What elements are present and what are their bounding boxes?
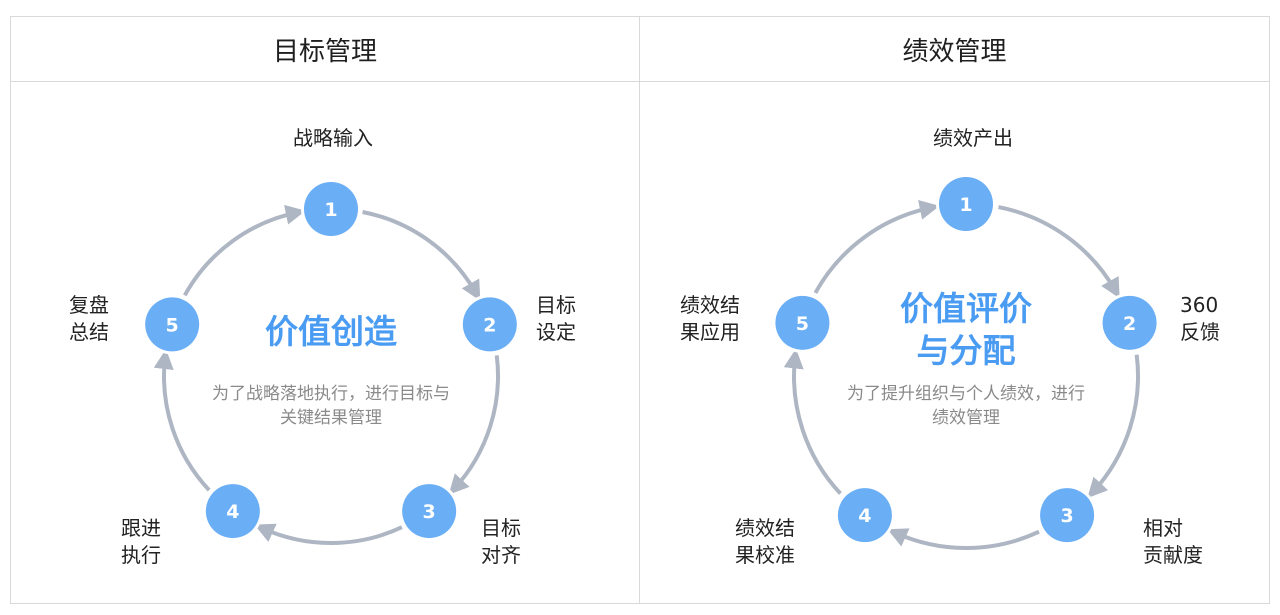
- step-label-3: 目标对齐: [481, 516, 521, 567]
- step-number: 2: [483, 314, 496, 336]
- step-number: 1: [324, 199, 337, 221]
- step-node-circle: [462, 297, 517, 352]
- step-label-1: 战略输入: [293, 126, 373, 150]
- step-node-5: 5: [772, 292, 833, 353]
- cycle-arrow-1-to-2: [998, 205, 1120, 299]
- cycle-arrow-5-to-1: [813, 200, 940, 294]
- step-label-5: 绩效结果应用: [680, 293, 740, 344]
- center-description: 为了战略落地执行，进行目标与: [212, 384, 450, 404]
- step-node-4: 4: [834, 485, 895, 546]
- step-node-1: 1: [936, 174, 996, 234]
- step-label-2: 目标设定: [536, 293, 576, 344]
- step-number: 1: [959, 194, 972, 216]
- cycle-arrow-3-to-4: [887, 528, 1040, 550]
- step-label-4: 跟进执行: [121, 516, 161, 567]
- center-title: 价值评价: [900, 289, 1032, 328]
- cycle-arrow-5-to-1: [183, 204, 306, 297]
- center-description: 为了提升组织与个人绩效，进行: [847, 384, 1085, 404]
- step-label-1: 绩效产出: [933, 126, 1013, 150]
- step-label-3: 相对贡献度: [1143, 516, 1203, 567]
- panel-title-performance: 绩效管理: [640, 17, 1269, 82]
- step-node-circle: [1040, 488, 1095, 543]
- step-node-4: 4: [202, 481, 263, 542]
- step-node-2: 2: [459, 294, 520, 355]
- step-node-circle: [304, 182, 358, 236]
- center-title: 价值创造: [265, 312, 397, 351]
- step-label-5: 复盘总结: [69, 293, 109, 344]
- cycle-arrow-3-to-4: [254, 523, 403, 545]
- center-description: 关键结果管理: [280, 408, 382, 428]
- step-node-circle: [837, 488, 892, 543]
- step-node-5: 5: [142, 294, 203, 355]
- step-label-4: 绩效结果校准: [735, 516, 795, 567]
- step-node-2: 2: [1099, 292, 1160, 353]
- step-number: 5: [166, 314, 179, 336]
- cycle-diagram-goal: 1 战略输入 2 目标设定 3 目标对齐 4 跟进执行 5 复盘总结 价值创造为了战略落地执行，进行…: [69, 126, 576, 567]
- step-node-circle: [939, 177, 993, 231]
- diagram-frame: 目标管理 1 战略输入 2 目标设定 3 目标对齐 4 跟进执行 5 复盘总结 价值创造为了战略落地…: [10, 16, 1270, 604]
- step-node-circle: [775, 295, 830, 350]
- step-number: 5: [796, 313, 809, 335]
- step-node-1: 1: [301, 179, 361, 239]
- step-number: 3: [1060, 505, 1073, 527]
- step-node-3: 3: [399, 481, 460, 542]
- step-node-circle: [1102, 295, 1157, 350]
- panel-goal-management: 目标管理 1 战略输入 2 目标设定 3 目标对齐 4 跟进执行 5 复盘总结 价值创造为了战略落地…: [11, 17, 640, 603]
- cycle-arrow-2-to-3: [1087, 354, 1140, 499]
- step-node-3: 3: [1037, 485, 1098, 546]
- step-node-circle: [402, 484, 457, 539]
- cycle-arrow-4-to-5: [153, 349, 211, 492]
- center-description: 绩效管理: [932, 408, 1000, 428]
- center-title: 与分配: [917, 331, 1016, 370]
- step-node-circle: [145, 297, 200, 352]
- step-node-circle: [205, 484, 260, 539]
- step-number: 2: [1123, 313, 1136, 335]
- cycle-arrow-2-to-3: [448, 355, 500, 495]
- cycle-arrow-1-to-2: [362, 210, 481, 301]
- step-number: 4: [858, 505, 871, 527]
- step-number: 4: [226, 501, 239, 523]
- cycle-arrow-4-to-5: [783, 348, 842, 495]
- step-number: 3: [423, 501, 436, 523]
- panel-title-goal: 目标管理: [11, 17, 639, 82]
